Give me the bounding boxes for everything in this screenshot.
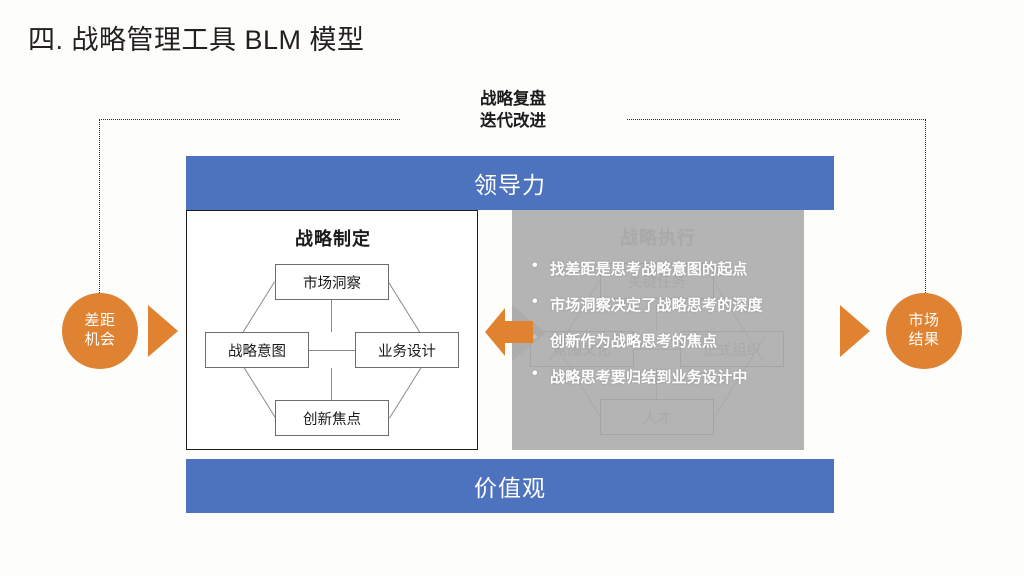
list-item: 战略思考要归结到业务设计中: [532, 365, 808, 387]
gap-circle-line1: 差距: [84, 312, 116, 330]
node-business-design[interactable]: 业务设计: [355, 332, 459, 368]
formulation-edge-horizontal: [309, 349, 355, 351]
feedback-loop-label-line1: 战略复盘: [480, 90, 546, 108]
strategy-execution-title: 战略执行: [620, 228, 696, 248]
feedback-loop-label-line2: 迭代改进: [480, 111, 546, 130]
formulation-edge-vertical-top: [331, 300, 333, 332]
inbound-arrow-icon: [148, 305, 178, 357]
outbound-arrow-icon: [840, 305, 870, 357]
result-circle-line1: 市场: [908, 312, 940, 330]
feedback-loop-left-line: [99, 119, 100, 293]
execution-bullet-list: 找差距是思考战略意图的起点 市场洞察决定了战略思考的深度 创新作为战略思考的焦点…: [532, 257, 808, 402]
formulation-edge-vertical-bottom: [331, 368, 333, 400]
formulation-diamond: 市场洞察 战略意图 业务设计 创新焦点: [187, 211, 479, 451]
node-market-insight[interactable]: 市场洞察: [275, 264, 389, 300]
leadership-band-label: 领导力: [474, 172, 546, 198]
node-innovation-focus[interactable]: 创新焦点: [275, 400, 389, 436]
values-band: 价值观: [186, 459, 834, 513]
strategy-formulation-title: 战略制定: [295, 229, 371, 249]
result-circle-line2: 结果: [908, 331, 940, 348]
list-item: 市场洞察决定了战略思考的深度: [532, 293, 808, 315]
market-result-circle[interactable]: 市场 结果: [886, 293, 962, 369]
gap-circle-line2: 机会: [84, 331, 116, 348]
strategy-formulation-panel[interactable]: 战略制定 市场洞察 战略意图 业务设计 创新焦点: [186, 210, 478, 450]
gap-opportunity-circle[interactable]: 差距 机会: [62, 293, 138, 369]
blm-model-frame: 领导力 战略制定 市场洞察 战略意图 业务设计 创新焦点: [186, 156, 834, 513]
leadership-band: 领导力: [186, 156, 834, 210]
strategy-execution-panel[interactable]: 战略执行 关键任务 氛围文化 正式组织 人才 找差距是思考战略意图的起点: [512, 210, 804, 450]
list-item: 创新作为战略思考的焦点: [532, 329, 808, 351]
blm-body: 战略制定 市场洞察 战略意图 业务设计 创新焦点 战略执行: [186, 210, 834, 459]
feedback-loop-right-line: [925, 119, 926, 293]
feedback-loop-label: 战略复盘 迭代改进: [400, 88, 626, 134]
execution-edge-vertical-top: [656, 299, 658, 331]
node-strategic-intent[interactable]: 战略意图: [205, 332, 309, 368]
values-band-label: 价值观: [474, 475, 546, 501]
page-title: 四. 战略管理工具 BLM 模型: [28, 25, 365, 55]
center-left-arrow-icon: [485, 308, 533, 356]
node-talent[interactable]: 人才: [600, 399, 714, 435]
list-item: 找差距是思考战略意图的起点: [532, 257, 808, 279]
